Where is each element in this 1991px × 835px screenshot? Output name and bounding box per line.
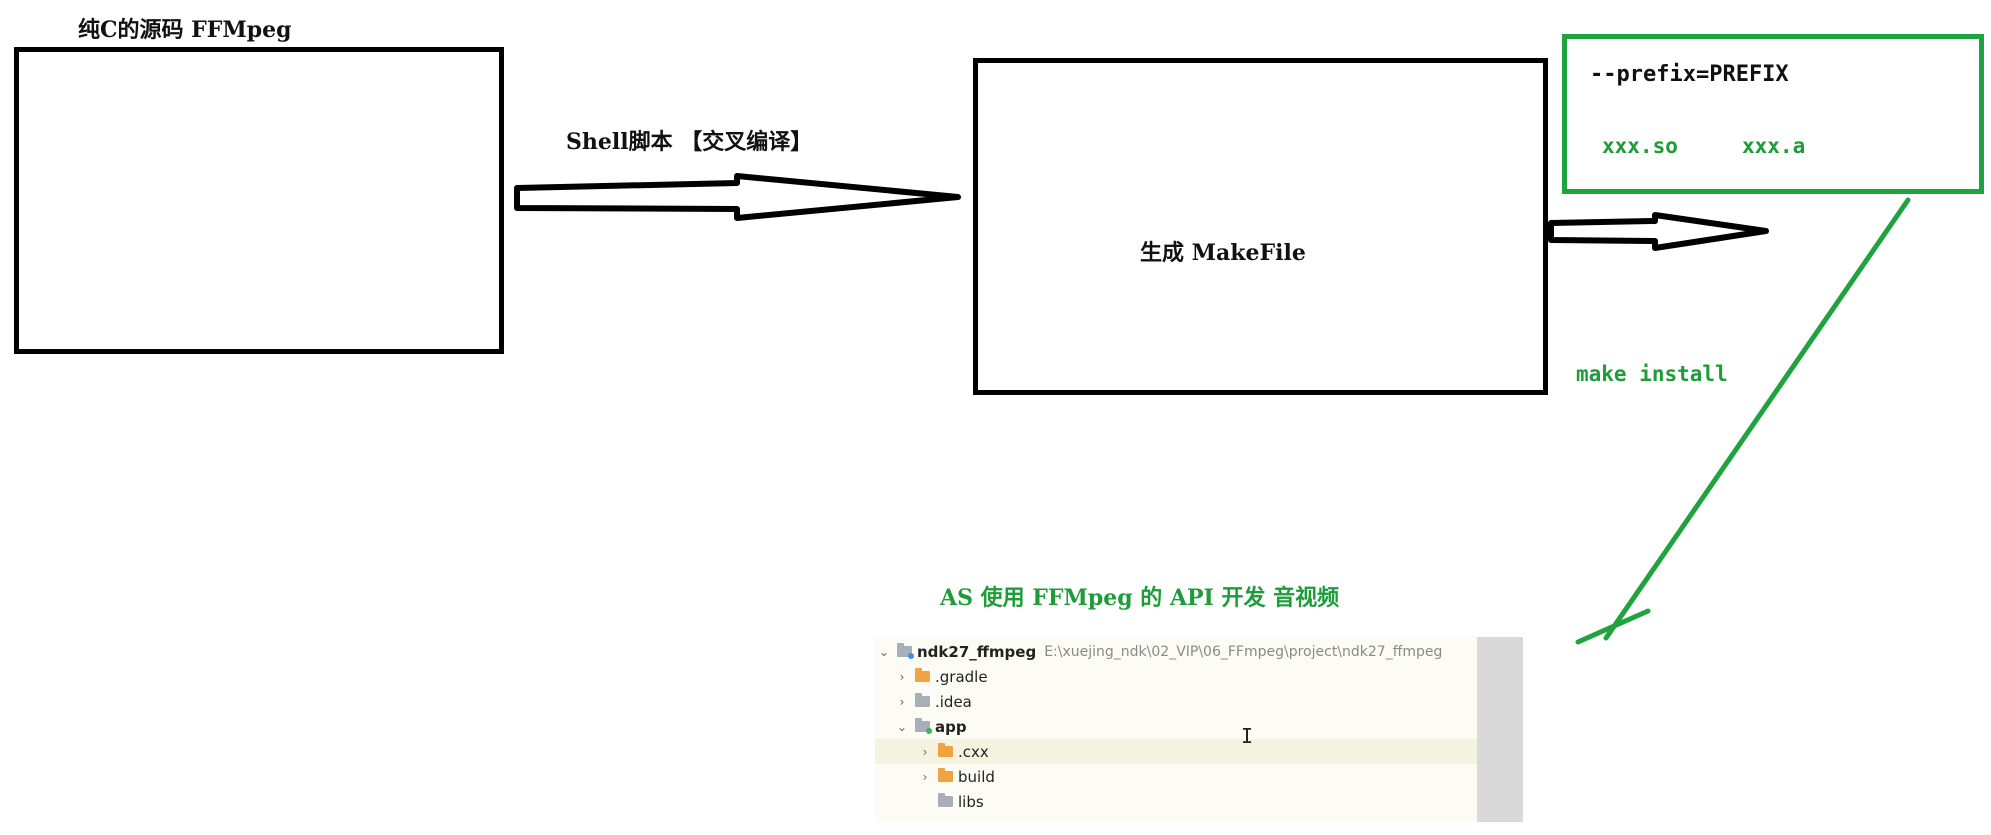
a-file-label: xxx.a: [1742, 134, 1806, 158]
grey-folder-icon: [938, 793, 953, 807]
chevron-down-icon[interactable]: ⌄: [878, 644, 890, 659]
tree-item-label: app: [935, 717, 967, 736]
chevron-down-icon[interactable]: ⌄: [896, 719, 908, 734]
install-arrow-line: [1603, 197, 1911, 641]
makefile-label: 生成 MakeFile: [1140, 240, 1306, 266]
module-folder-icon: [897, 643, 914, 659]
cross-compile-arrow: [514, 173, 961, 221]
tree-scrollbar[interactable]: [1477, 637, 1523, 822]
tree-item-label: libs: [958, 792, 984, 811]
as-usage-label: AS 使用 FFMpeg 的 API 开发 音视频: [940, 585, 1340, 611]
orange-folder-icon: [915, 668, 930, 682]
project-file-tree: ⌄ ndk27_ffmpeg E:\xuejing_ndk\02_VIP\06_…: [875, 637, 1523, 822]
tree-row-app[interactable]: ⌄ app: [875, 714, 1477, 739]
tree-item-label: ndk27_ffmpeg: [917, 642, 1037, 661]
output-arrow: [1548, 212, 1769, 251]
makefile-box: [973, 58, 1548, 395]
shell-script-label: Shell脚本 【交叉编译】: [566, 129, 813, 155]
source-box: [14, 47, 504, 354]
install-arrow-head: [1575, 608, 1651, 645]
tree-row-root[interactable]: ⌄ ndk27_ffmpeg E:\xuejing_ndk\02_VIP\06_…: [875, 639, 1477, 664]
tree-row-cxx[interactable]: › .cxx: [875, 739, 1477, 764]
tree-row-idea[interactable]: › .idea: [875, 689, 1477, 714]
project-path: E:\xuejing_ndk\02_VIP\06_FFmpeg\project\…: [1044, 643, 1443, 660]
chevron-right-icon[interactable]: ›: [899, 694, 905, 709]
tree-row-gradle[interactable]: › .gradle: [875, 664, 1477, 689]
prefix-box: [1562, 34, 1984, 194]
tree-item-label: .gradle: [935, 667, 988, 686]
orange-folder-icon: [938, 768, 953, 782]
module-folder-icon: [915, 718, 932, 734]
tree-row-libs[interactable]: libs: [875, 789, 1477, 814]
chevron-right-icon[interactable]: ›: [922, 744, 928, 759]
so-file-label: xxx.so: [1602, 134, 1678, 158]
tree-row-build[interactable]: › build: [875, 764, 1477, 789]
text-cursor-icon: I: [1241, 724, 1254, 748]
prefix-label: --prefix=PREFIX: [1590, 62, 1789, 87]
chevron-right-icon[interactable]: ›: [922, 769, 928, 784]
tree-item-label: build: [958, 767, 995, 786]
chevron-right-icon[interactable]: ›: [899, 669, 905, 684]
tree-item-label: .idea: [935, 692, 972, 711]
orange-folder-icon: [938, 743, 953, 757]
source-title: 纯C的源码 FFMpeg: [78, 17, 292, 43]
tree-spacer: [918, 795, 932, 809]
tree-item-label: .cxx: [958, 742, 989, 761]
grey-folder-icon: [915, 693, 930, 707]
make-install-label: make install: [1576, 362, 1728, 386]
